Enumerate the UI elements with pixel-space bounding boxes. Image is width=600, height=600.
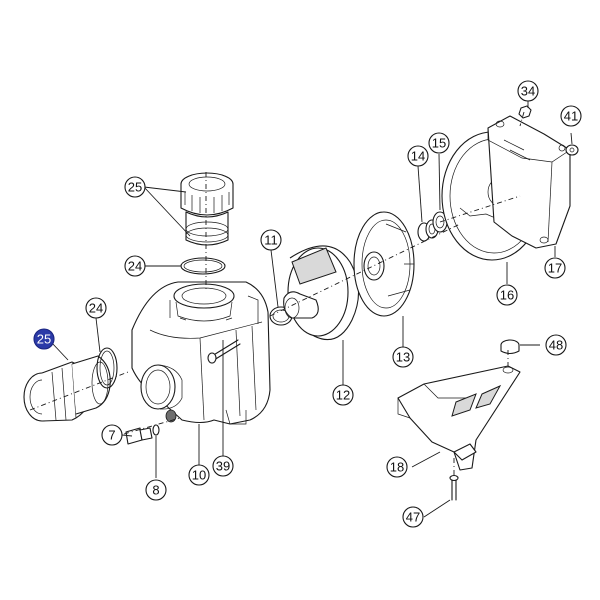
screw-47[interactable] [449,474,459,501]
callout-label: 41 [564,109,578,124]
washer-41[interactable] [565,144,579,156]
callout-16[interactable]: 16 [496,284,518,306]
o-ring-top[interactable] [180,257,226,275]
union-nut-left[interactable] [23,355,111,422]
callout-15[interactable]: 15 [428,132,450,154]
callout-label: 17 [548,261,562,276]
callout-11[interactable]: 11 [260,229,282,251]
callout-label: 10 [192,468,206,483]
diffuser[interactable] [283,245,360,341]
callout-label: 39 [216,459,230,474]
callout-label: 15 [432,136,446,151]
drain-plug[interactable] [125,427,153,445]
callout-label: 8 [152,483,159,498]
callout-39[interactable]: 39 [212,455,234,477]
support-base[interactable] [397,365,521,471]
drain-washer[interactable] [152,424,160,436]
callout-label: 7 [108,428,115,443]
callout-7[interactable]: 7 [101,424,123,446]
impeller[interactable] [353,211,415,317]
callout-10[interactable]: 10 [188,464,210,486]
motor-bracket[interactable] [487,115,571,249]
callout-label: 25 [37,332,51,347]
callout-25-top[interactable]: 25 [124,176,146,198]
callout-label: 34 [521,84,535,99]
callout-label: 48 [549,338,563,353]
callout-label: 47 [406,510,420,525]
callout-8[interactable]: 8 [145,479,167,501]
callout-48[interactable]: 48 [545,334,567,356]
callout-24-left[interactable]: 24 [85,297,107,319]
callout-18[interactable]: 18 [386,456,408,478]
callout-label: 24 [89,301,103,316]
leader-lines [51,100,573,518]
bolt-39[interactable] [207,339,241,364]
assembly-axis-lines [29,111,525,478]
callout-label: 16 [500,288,514,303]
pump-housing[interactable] [131,281,271,425]
callout-24-top[interactable]: 24 [124,255,146,277]
callout-label: 18 [390,460,404,475]
callout-label: 13 [396,350,410,365]
union-nut-top[interactable] [180,172,234,246]
foot-pad-48[interactable] [500,339,520,355]
callout-12[interactable]: 12 [332,384,354,406]
o-ring-left[interactable] [96,347,118,389]
nut-34[interactable] [518,105,532,119]
callout-25-left-selected[interactable]: 25 [33,328,55,350]
callout-13[interactable]: 13 [392,346,414,368]
callout-label: 12 [336,388,350,403]
callout-label: 25 [128,180,142,195]
callout-14[interactable]: 14 [407,145,429,167]
callout-label: 14 [411,149,425,164]
callout-47[interactable]: 47 [402,506,424,528]
callout-41[interactable]: 41 [560,105,582,127]
callout-label: 11 [264,233,278,248]
callout-label: 24 [128,259,142,274]
callout-34[interactable]: 34 [517,80,539,102]
callout-17[interactable]: 17 [544,257,566,279]
